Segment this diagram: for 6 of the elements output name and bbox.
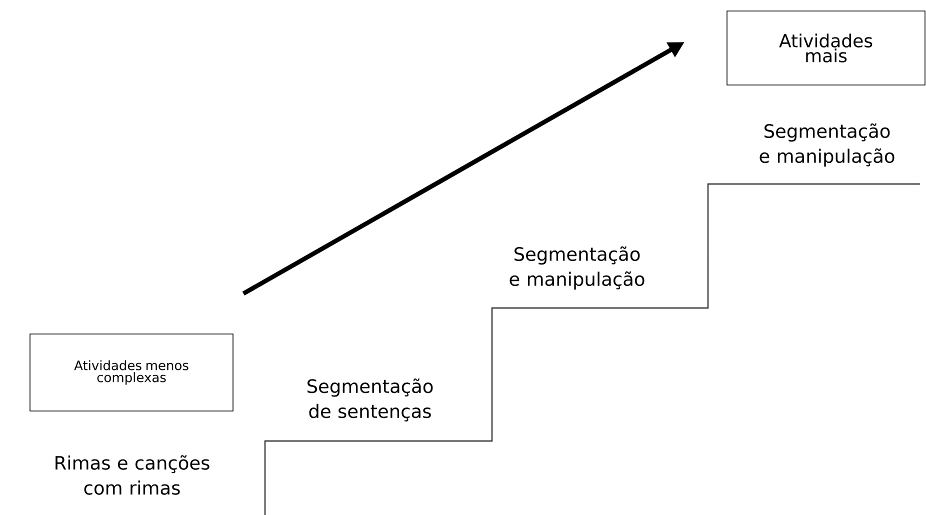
text-box: Atividades mais xyxy=(726,10,926,86)
step-label: Segmentação e manipulação xyxy=(760,123,894,167)
step-label: Segmentação de sentenças xyxy=(308,378,433,422)
step-label: Segmentação e manipulação xyxy=(510,246,644,290)
step-label: Rimas e canções com rimas xyxy=(56,455,210,495)
text-box: Atividades menos complexas xyxy=(30,334,234,412)
